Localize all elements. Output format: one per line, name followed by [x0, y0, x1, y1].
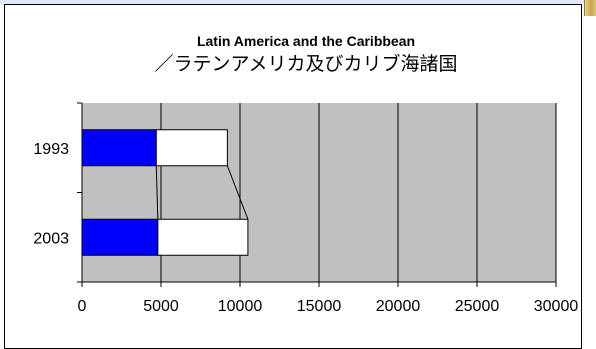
- y-tick-label: 1993: [33, 141, 69, 158]
- chart-title: Latin America and the Caribbean: [197, 33, 415, 49]
- bar-2003-series-2: [157, 218, 249, 256]
- x-tick-label: 10000: [218, 298, 263, 315]
- bar-1993-series-1: [81, 129, 157, 167]
- x-tick-label: 30000: [534, 298, 579, 315]
- x-tick-label: 5000: [143, 298, 179, 315]
- chart-svg: Latin America and the Caribbean ／ラテンアメリカ…: [33, 33, 579, 315]
- series-connector-line: [155, 165, 159, 220]
- x-tick-label: 0: [78, 298, 87, 315]
- x-tick-label: 20000: [376, 298, 421, 315]
- bar-1993-series-2: [155, 129, 228, 167]
- bar-2003-series-1: [81, 218, 159, 256]
- series-connector-line: [226, 165, 249, 220]
- y-tick-label: 2003: [33, 230, 69, 247]
- chart-subtitle: ／ラテンアメリカ及びカリブ海諸国: [154, 52, 457, 75]
- corner-decoration: [584, 0, 596, 16]
- x-tick-label: 25000: [455, 298, 500, 315]
- x-tick-label: 15000: [297, 298, 342, 315]
- window-top-strip: [0, 0, 584, 4]
